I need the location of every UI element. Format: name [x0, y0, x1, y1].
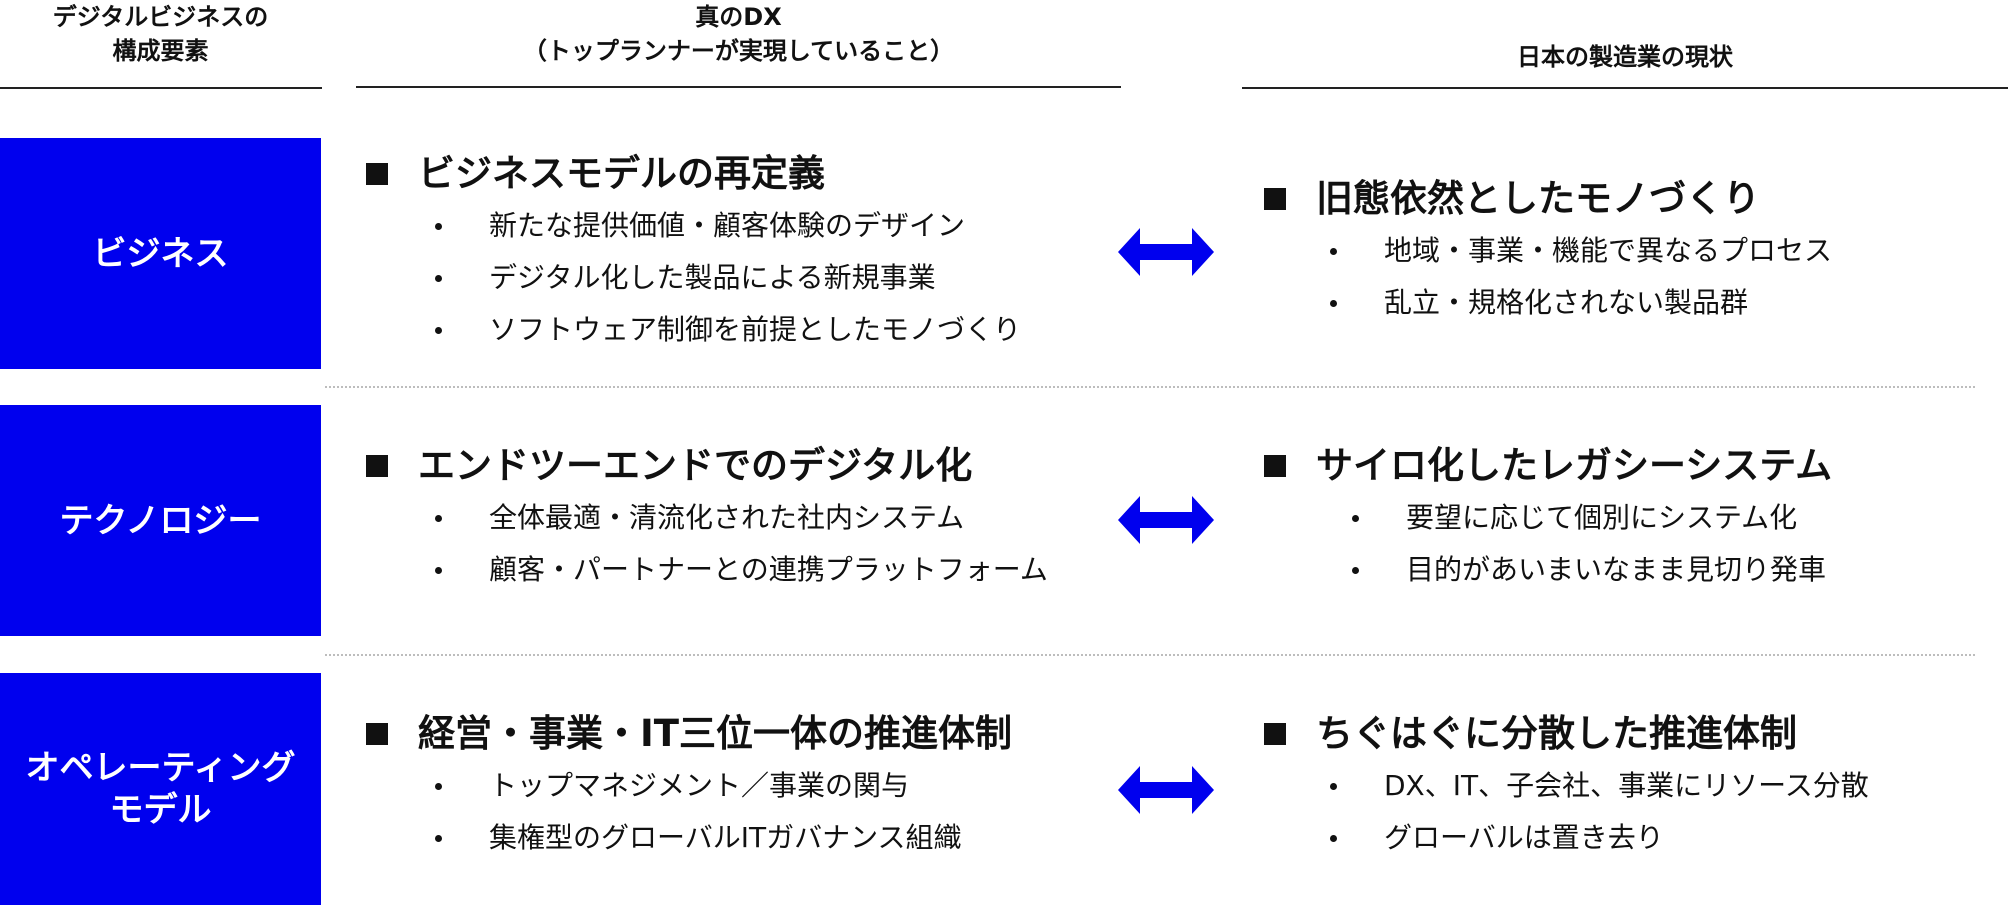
- list-item: 要望に応じて個別にシステム化: [1352, 492, 1832, 544]
- row1-left-list: 新たな提供価値・顧客体験のデザイン デジタル化した製品による新規事業 ソフトウェ…: [435, 200, 1021, 356]
- row2-left-title: エンドツーエンドでのデジタル化: [362, 440, 1048, 492]
- black-square-icon: [366, 723, 388, 745]
- bullet-dot-icon: [435, 566, 442, 574]
- row1-right-title-text: 旧態依然としたモノづくり: [1316, 177, 1760, 220]
- header-col2: 真のDX （トップランナーが実現していること）: [522, 3, 955, 65]
- row3-right-block: ちぐはぐに分散した推進体制 DX、IT、子会社、事業にリソース分散 グローバルは…: [1260, 708, 1869, 864]
- row2-right-block: サイロ化したレガシーシステム 要望に応じて個別にシステム化 目的があいまいなまま…: [1260, 440, 1832, 596]
- double-headed-arrow-icon: [1118, 766, 1214, 814]
- black-square-icon: [1264, 455, 1286, 477]
- bullet-dot-icon: [1330, 247, 1337, 255]
- list-item: 乱立・規格化されない製品群: [1330, 277, 1832, 329]
- bullet-dot-icon: [435, 782, 442, 790]
- bullet-dot-icon: [435, 834, 442, 842]
- bullet-dot-icon: [435, 514, 442, 522]
- list-item: グローバルは置き去り: [1330, 812, 1869, 864]
- row2-left-list: 全体最適・清流化された社内システム 顧客・パートナーとの連携プラットフォーム: [435, 492, 1048, 596]
- row3-left-title-text: 経営・事業・IT三位一体の推進体制: [418, 712, 1013, 755]
- row2-left-block: エンドツーエンドでのデジタル化 全体最適・清流化された社内システム 顧客・パート…: [362, 440, 1048, 596]
- bullet-dot-icon: [1330, 299, 1337, 307]
- row2-left-title-text: エンドツーエンドでのデジタル化: [418, 444, 973, 487]
- header-col3-underline: [1242, 87, 2008, 89]
- header-col1: デジタルビジネスの 構成要素: [52, 3, 269, 65]
- list-item: 全体最適・清流化された社内システム: [435, 492, 1048, 544]
- bullet-dot-icon: [1330, 782, 1337, 790]
- row3-right-title-text: ちぐはぐに分散した推進体制: [1316, 712, 1797, 755]
- list-item: 集権型のグローバルITガバナンス組織: [435, 812, 1012, 864]
- list-item: DX、IT、子会社、事業にリソース分散: [1330, 760, 1869, 812]
- bullet-dot-icon: [1352, 514, 1359, 522]
- row1-left-title: ビジネスモデルの再定義: [362, 148, 1021, 200]
- row1-left-title-text: ビジネスモデルの再定義: [418, 152, 825, 195]
- bullet-dot-icon: [435, 326, 442, 334]
- black-square-icon: [1264, 723, 1286, 745]
- black-square-icon: [366, 163, 388, 185]
- header-col1-underline: [0, 87, 322, 89]
- row1-right-block: 旧態依然としたモノづくり 地域・事業・機能で異なるプロセス 乱立・規格化されない…: [1260, 173, 1832, 329]
- row1-right-list: 地域・事業・機能で異なるプロセス 乱立・規格化されない製品群: [1330, 225, 1832, 329]
- row3-right-list: DX、IT、子会社、事業にリソース分散 グローバルは置き去り: [1330, 760, 1869, 864]
- row2-right-title: サイロ化したレガシーシステム: [1260, 440, 1832, 492]
- list-item: デジタル化した製品による新規事業: [435, 252, 1021, 304]
- row-separator: [325, 386, 1975, 388]
- list-item: 地域・事業・機能で異なるプロセス: [1330, 225, 1832, 277]
- black-square-icon: [1264, 188, 1286, 210]
- row3-left-list: トップマネジメント／事業の関与 集権型のグローバルITガバナンス組織: [435, 760, 1012, 864]
- list-item: 顧客・パートナーとの連携プラットフォーム: [435, 544, 1048, 596]
- row3-left-title: 経営・事業・IT三位一体の推進体制: [362, 708, 1012, 760]
- row-separator: [325, 654, 1975, 656]
- header-col2-underline: [356, 86, 1121, 88]
- row3-left-block: 経営・事業・IT三位一体の推進体制 トップマネジメント／事業の関与 集権型のグロ…: [362, 708, 1012, 864]
- list-item: トップマネジメント／事業の関与: [435, 760, 1012, 812]
- bullet-dot-icon: [435, 222, 442, 230]
- bullet-dot-icon: [1330, 834, 1337, 842]
- category-business: ビジネス: [0, 138, 321, 369]
- row2-right-list: 要望に応じて個別にシステム化 目的があいまいなまま見切り発車: [1352, 492, 1832, 596]
- black-square-icon: [366, 455, 388, 477]
- header-col3: 日本の製造業の現状: [1517, 43, 1733, 71]
- double-headed-arrow-icon: [1118, 496, 1214, 544]
- row1-left-block: ビジネスモデルの再定義 新たな提供価値・顧客体験のデザイン デジタル化した製品に…: [362, 148, 1021, 356]
- category-operating-model: オペレーティング モデル: [0, 673, 321, 905]
- list-item: 新たな提供価値・顧客体験のデザイン: [435, 200, 1021, 252]
- bullet-dot-icon: [1352, 566, 1359, 574]
- row1-right-title: 旧態依然としたモノづくり: [1260, 173, 1832, 225]
- double-headed-arrow-icon: [1118, 228, 1214, 276]
- list-item: 目的があいまいなまま見切り発車: [1352, 544, 1832, 596]
- row3-right-title: ちぐはぐに分散した推進体制: [1260, 708, 1869, 760]
- list-item: ソフトウェア制御を前提としたモノづくり: [435, 304, 1021, 356]
- category-technology: テクノロジー: [0, 405, 321, 636]
- row2-right-title-text: サイロ化したレガシーシステム: [1316, 444, 1833, 487]
- bullet-dot-icon: [435, 274, 442, 282]
